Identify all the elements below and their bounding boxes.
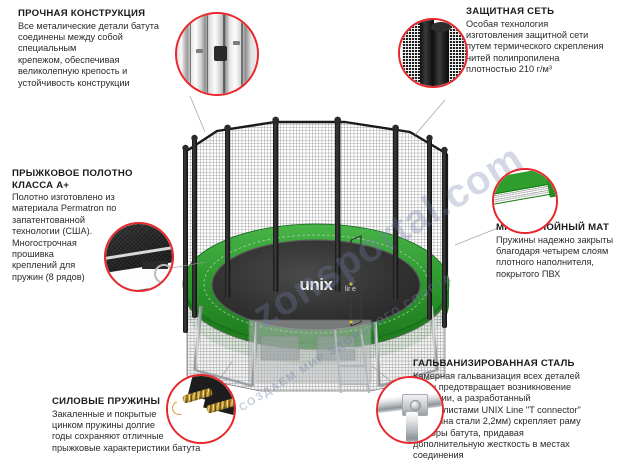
- callout-body-power-springs: Закаленные и покрытые цинком пружины дол…: [52, 408, 201, 453]
- detail-circle-t-connector: [376, 376, 444, 444]
- callout-body-galvanized-steel: Камерная гальванизация всех деталей рамы…: [413, 370, 581, 461]
- callout-title-galvanized-steel: ГАЛЬВАНИЗИРОВАННАЯ СТАЛЬ: [413, 358, 575, 369]
- callout-body-strong-construction: Все металические детали батута соединены…: [18, 20, 160, 88]
- callout-protective-net: ЗАЩИТНАЯ СЕТЬ Особая технология изготовл…: [466, 6, 626, 76]
- detail-circle-jump-mat: [104, 222, 174, 292]
- callout-galvanized-steel: ГАЛЬВАНИЗИРОВАННАЯ СТАЛЬ Камерная гальва…: [413, 358, 628, 462]
- callout-title-strong-construction: ПРОЧНАЯ КОНСТРУКЦИЯ: [18, 8, 146, 19]
- ladder: [334, 329, 370, 394]
- callout-strong-construction: ПРОЧНАЯ КОНСТРУКЦИЯ Все металические дет…: [18, 8, 168, 89]
- callout-title-power-springs: СИЛОВЫЕ ПРУЖИНЫ: [52, 396, 161, 407]
- detail-circle-springs: [166, 374, 236, 444]
- callout-title-protective-net: ЗАЩИТНАЯ СЕТЬ: [466, 6, 555, 17]
- callout-power-springs: СИЛОВЫЕ ПРУЖИНЫ Закаленные и покрытые ци…: [52, 396, 227, 454]
- callout-body-multilayer-mat: Пружины надежно закрыты благодаря четыре…: [496, 234, 614, 279]
- callout-jump-mat: ПРЫЖКОВОЕ ПОЛОТНО КЛАССА A+ Полотно изго…: [12, 168, 137, 283]
- mat-brand-logo: unix: [300, 275, 334, 294]
- callout-body-protective-net: Особая технология изготовления защитной …: [466, 18, 604, 75]
- trampoline-product-image: unix line: [165, 108, 470, 394]
- callout-title-jump-mat: ПРЫЖКОВОЕ ПОЛОТНО КЛАССА A+: [12, 168, 133, 191]
- callout-body-jump-mat: Полотно изготовлено из материала Permatr…: [12, 192, 117, 282]
- detail-circle-multilayer-mat: [492, 168, 558, 234]
- trampoline-illustration: unix line: [182, 116, 450, 394]
- detail-circle-net-weave: [398, 18, 468, 88]
- detail-circle-frame-bracket: [175, 12, 259, 96]
